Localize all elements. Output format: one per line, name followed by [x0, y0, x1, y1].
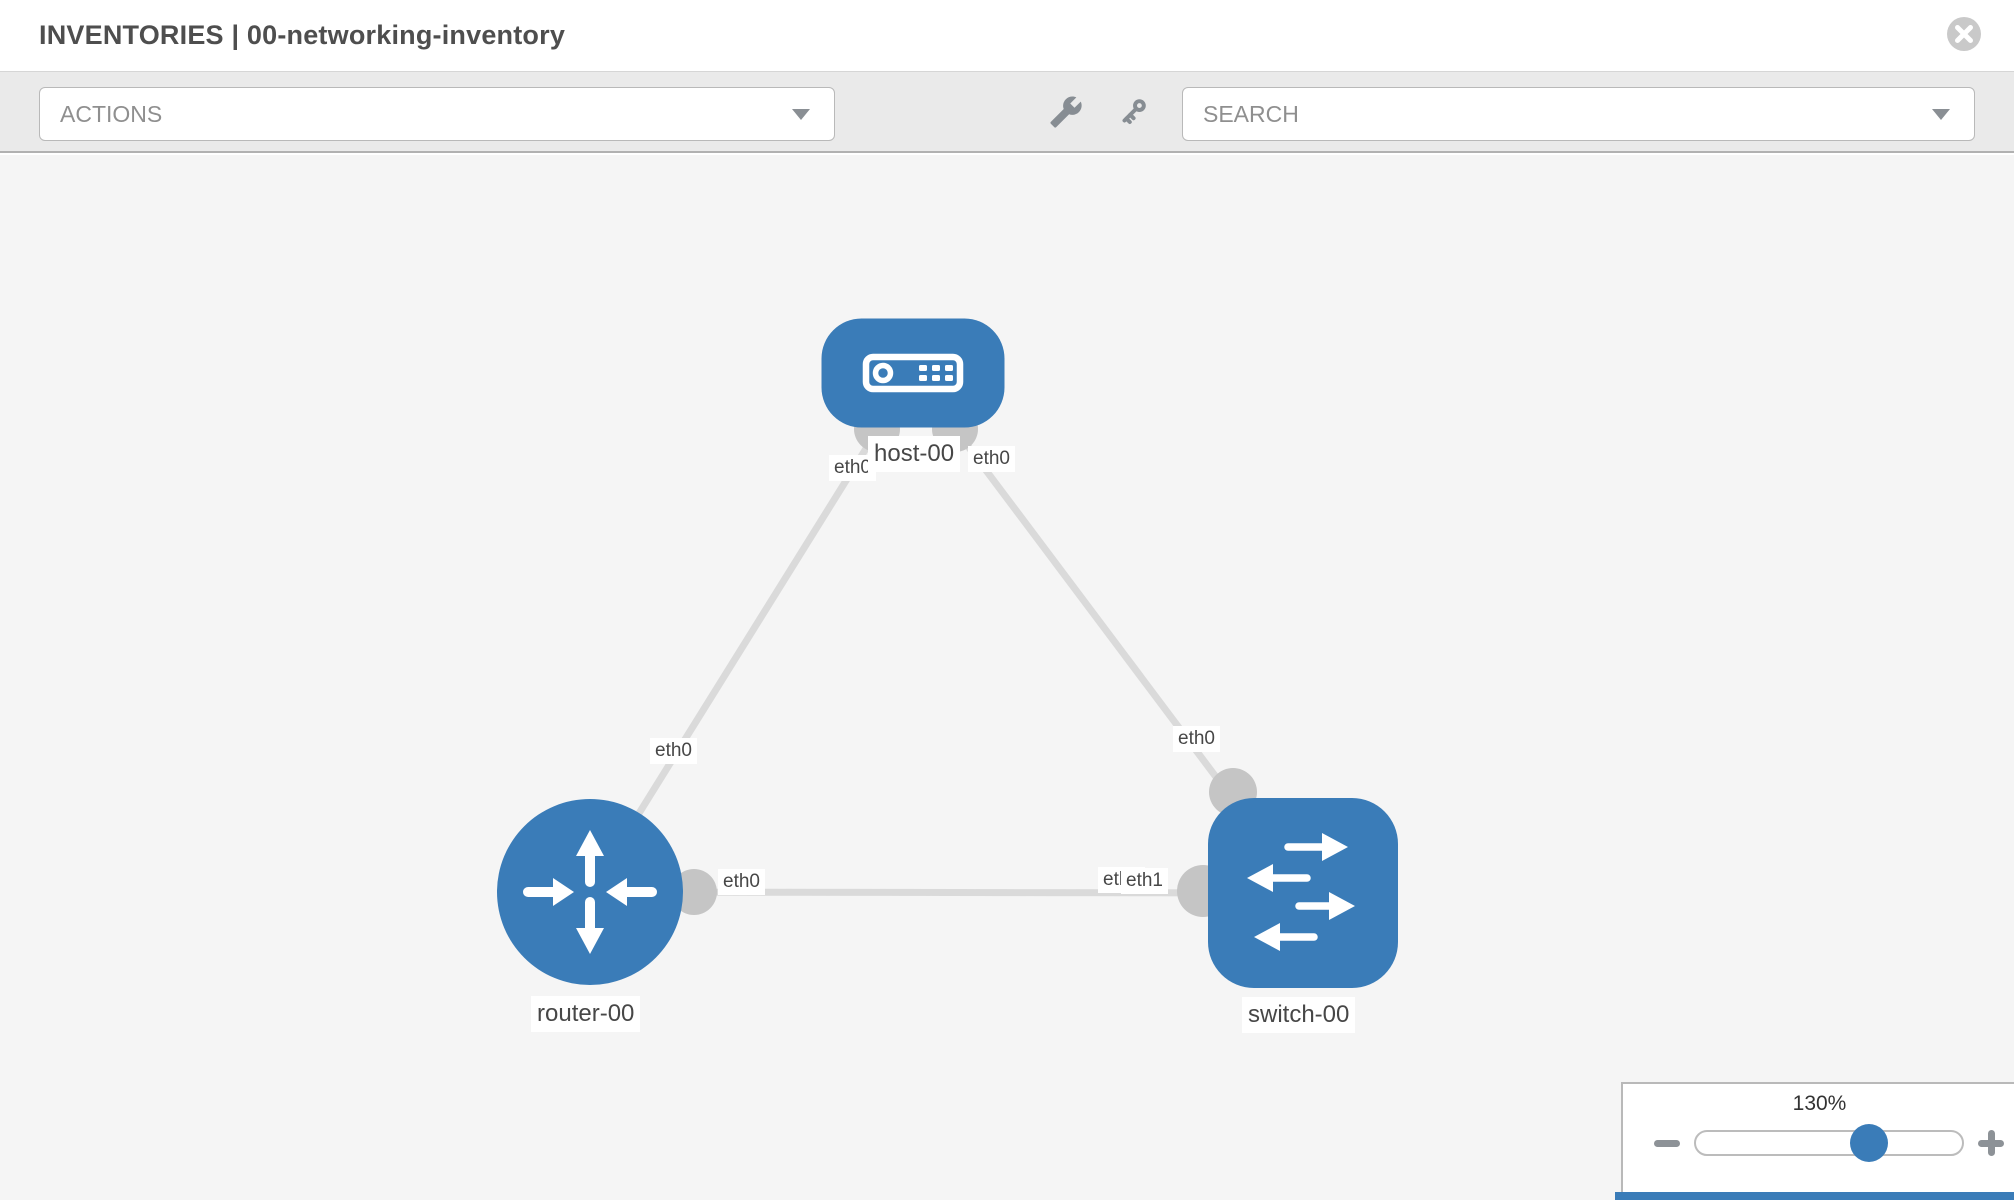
node-label-router-00: router-00 [531, 996, 641, 1032]
chevron-down-icon [1932, 108, 1950, 120]
interface-label: eth0 [718, 869, 765, 895]
topology-svg [497, 318, 1398, 988]
toolbar: ACTIONS SEARCH [0, 72, 2014, 153]
close-icon [1947, 17, 1981, 51]
header: INVENTORIES | 00-networking-inventory [0, 0, 2014, 72]
node-host-00[interactable] [821, 318, 1005, 428]
actions-dropdown[interactable]: ACTIONS [39, 87, 835, 141]
zoom-slider[interactable] [1694, 1124, 1964, 1162]
interface-label: eth0 [968, 446, 1015, 472]
router-icon [523, 830, 657, 954]
topology-canvas[interactable]: eth0eth0eth0eth0eth0eth0eth1host-00route… [0, 155, 2014, 1200]
actions-dropdown-label: ACTIONS [60, 100, 163, 127]
interface-label: eth0 [650, 738, 697, 764]
key-icon [1122, 99, 1146, 125]
wrench-button[interactable] [1048, 95, 1084, 131]
wrench-icon [1050, 96, 1082, 128]
host-icon [862, 353, 964, 393]
node-router-00[interactable] [497, 799, 683, 985]
zoom-in-button[interactable] [1964, 1130, 2004, 1156]
close-button[interactable] [1946, 16, 1982, 52]
zoom-slider-handle[interactable] [1850, 1124, 1888, 1162]
interface-label: eth0 [829, 455, 876, 481]
page-title: INVENTORIES | 00-networking-inventory [39, 20, 566, 50]
zoom-level: 130% [1792, 1092, 1847, 1115]
node-switch-00[interactable] [1208, 798, 1398, 988]
node-label-switch-00: switch-00 [1242, 997, 1356, 1033]
zoom-panel: 130% [1621, 1082, 2014, 1200]
interface-label: eth0 [1173, 726, 1220, 752]
zoom-out-button[interactable] [1623, 1139, 1680, 1147]
switch-icon [1247, 833, 1355, 951]
search-dropdown-label: SEARCH [1203, 100, 1299, 127]
interface-connector [671, 869, 717, 915]
node-label-host-00: host-00 [868, 436, 961, 472]
bottom-blue-strip [1615, 1192, 2014, 1200]
minus-icon [1654, 1139, 1680, 1147]
key-button[interactable] [1115, 95, 1151, 131]
chevron-down-icon [792, 108, 810, 120]
interface-label: eth1 [1121, 868, 1168, 894]
search-dropdown[interactable]: SEARCH [1182, 87, 1975, 141]
plus-icon [1978, 1130, 2004, 1156]
